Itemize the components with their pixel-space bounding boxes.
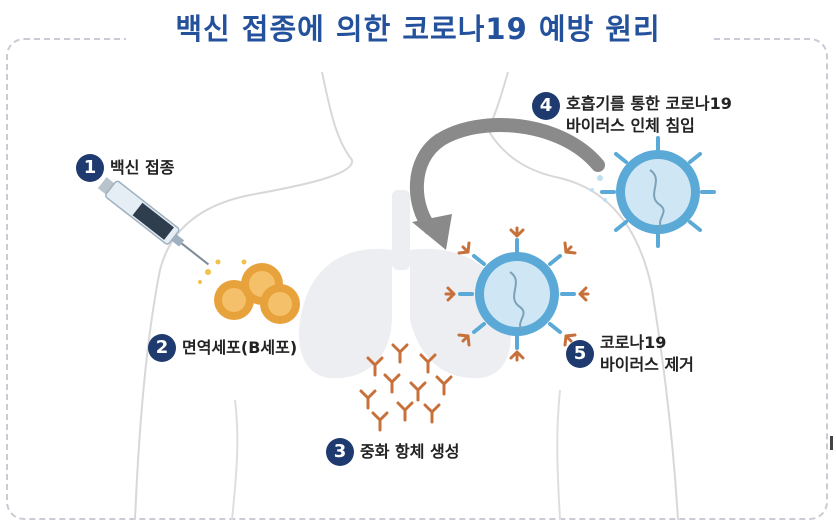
step-2-label: 면역세포(B세포) xyxy=(182,338,298,357)
step-1: 1 백신 접종 xyxy=(76,154,174,182)
step-2: 2 면역세포(B세포) xyxy=(148,334,297,362)
step-5: 5 코로나19 바이러스 제거 xyxy=(566,332,694,376)
antibody-cluster-icon xyxy=(359,343,453,432)
step-5-label: 코로나19 바이러스 제거 xyxy=(600,333,694,374)
step-1-badge: 1 xyxy=(76,154,104,182)
neutralized-virus-icon xyxy=(444,226,590,362)
step-1-label: 백신 접종 xyxy=(110,158,175,177)
step-3: 3 중화 항체 생성 xyxy=(326,438,459,466)
step-5-badge: 5 xyxy=(566,340,594,368)
infection-arrow-icon xyxy=(409,118,605,250)
virus-icon xyxy=(590,136,716,248)
step-4-label: 호흡기를 통한 코로나19 바이러스 인체 침입 xyxy=(566,94,732,135)
step-2-badge: 2 xyxy=(148,334,176,362)
step-4: 4 호흡기를 통한 코로나19 바이러스 인체 침입 xyxy=(532,92,732,137)
b-cell-icon xyxy=(198,259,300,324)
diagram-title: 백신 접종에 의한 코로나19 예방 원리 xyxy=(126,6,710,52)
step-4-badge: 4 xyxy=(532,92,560,120)
step-3-label: 중화 항체 생성 xyxy=(360,442,460,461)
edge-mark xyxy=(830,436,833,450)
syringe-icon xyxy=(97,177,210,266)
step-3-badge: 3 xyxy=(326,438,354,466)
